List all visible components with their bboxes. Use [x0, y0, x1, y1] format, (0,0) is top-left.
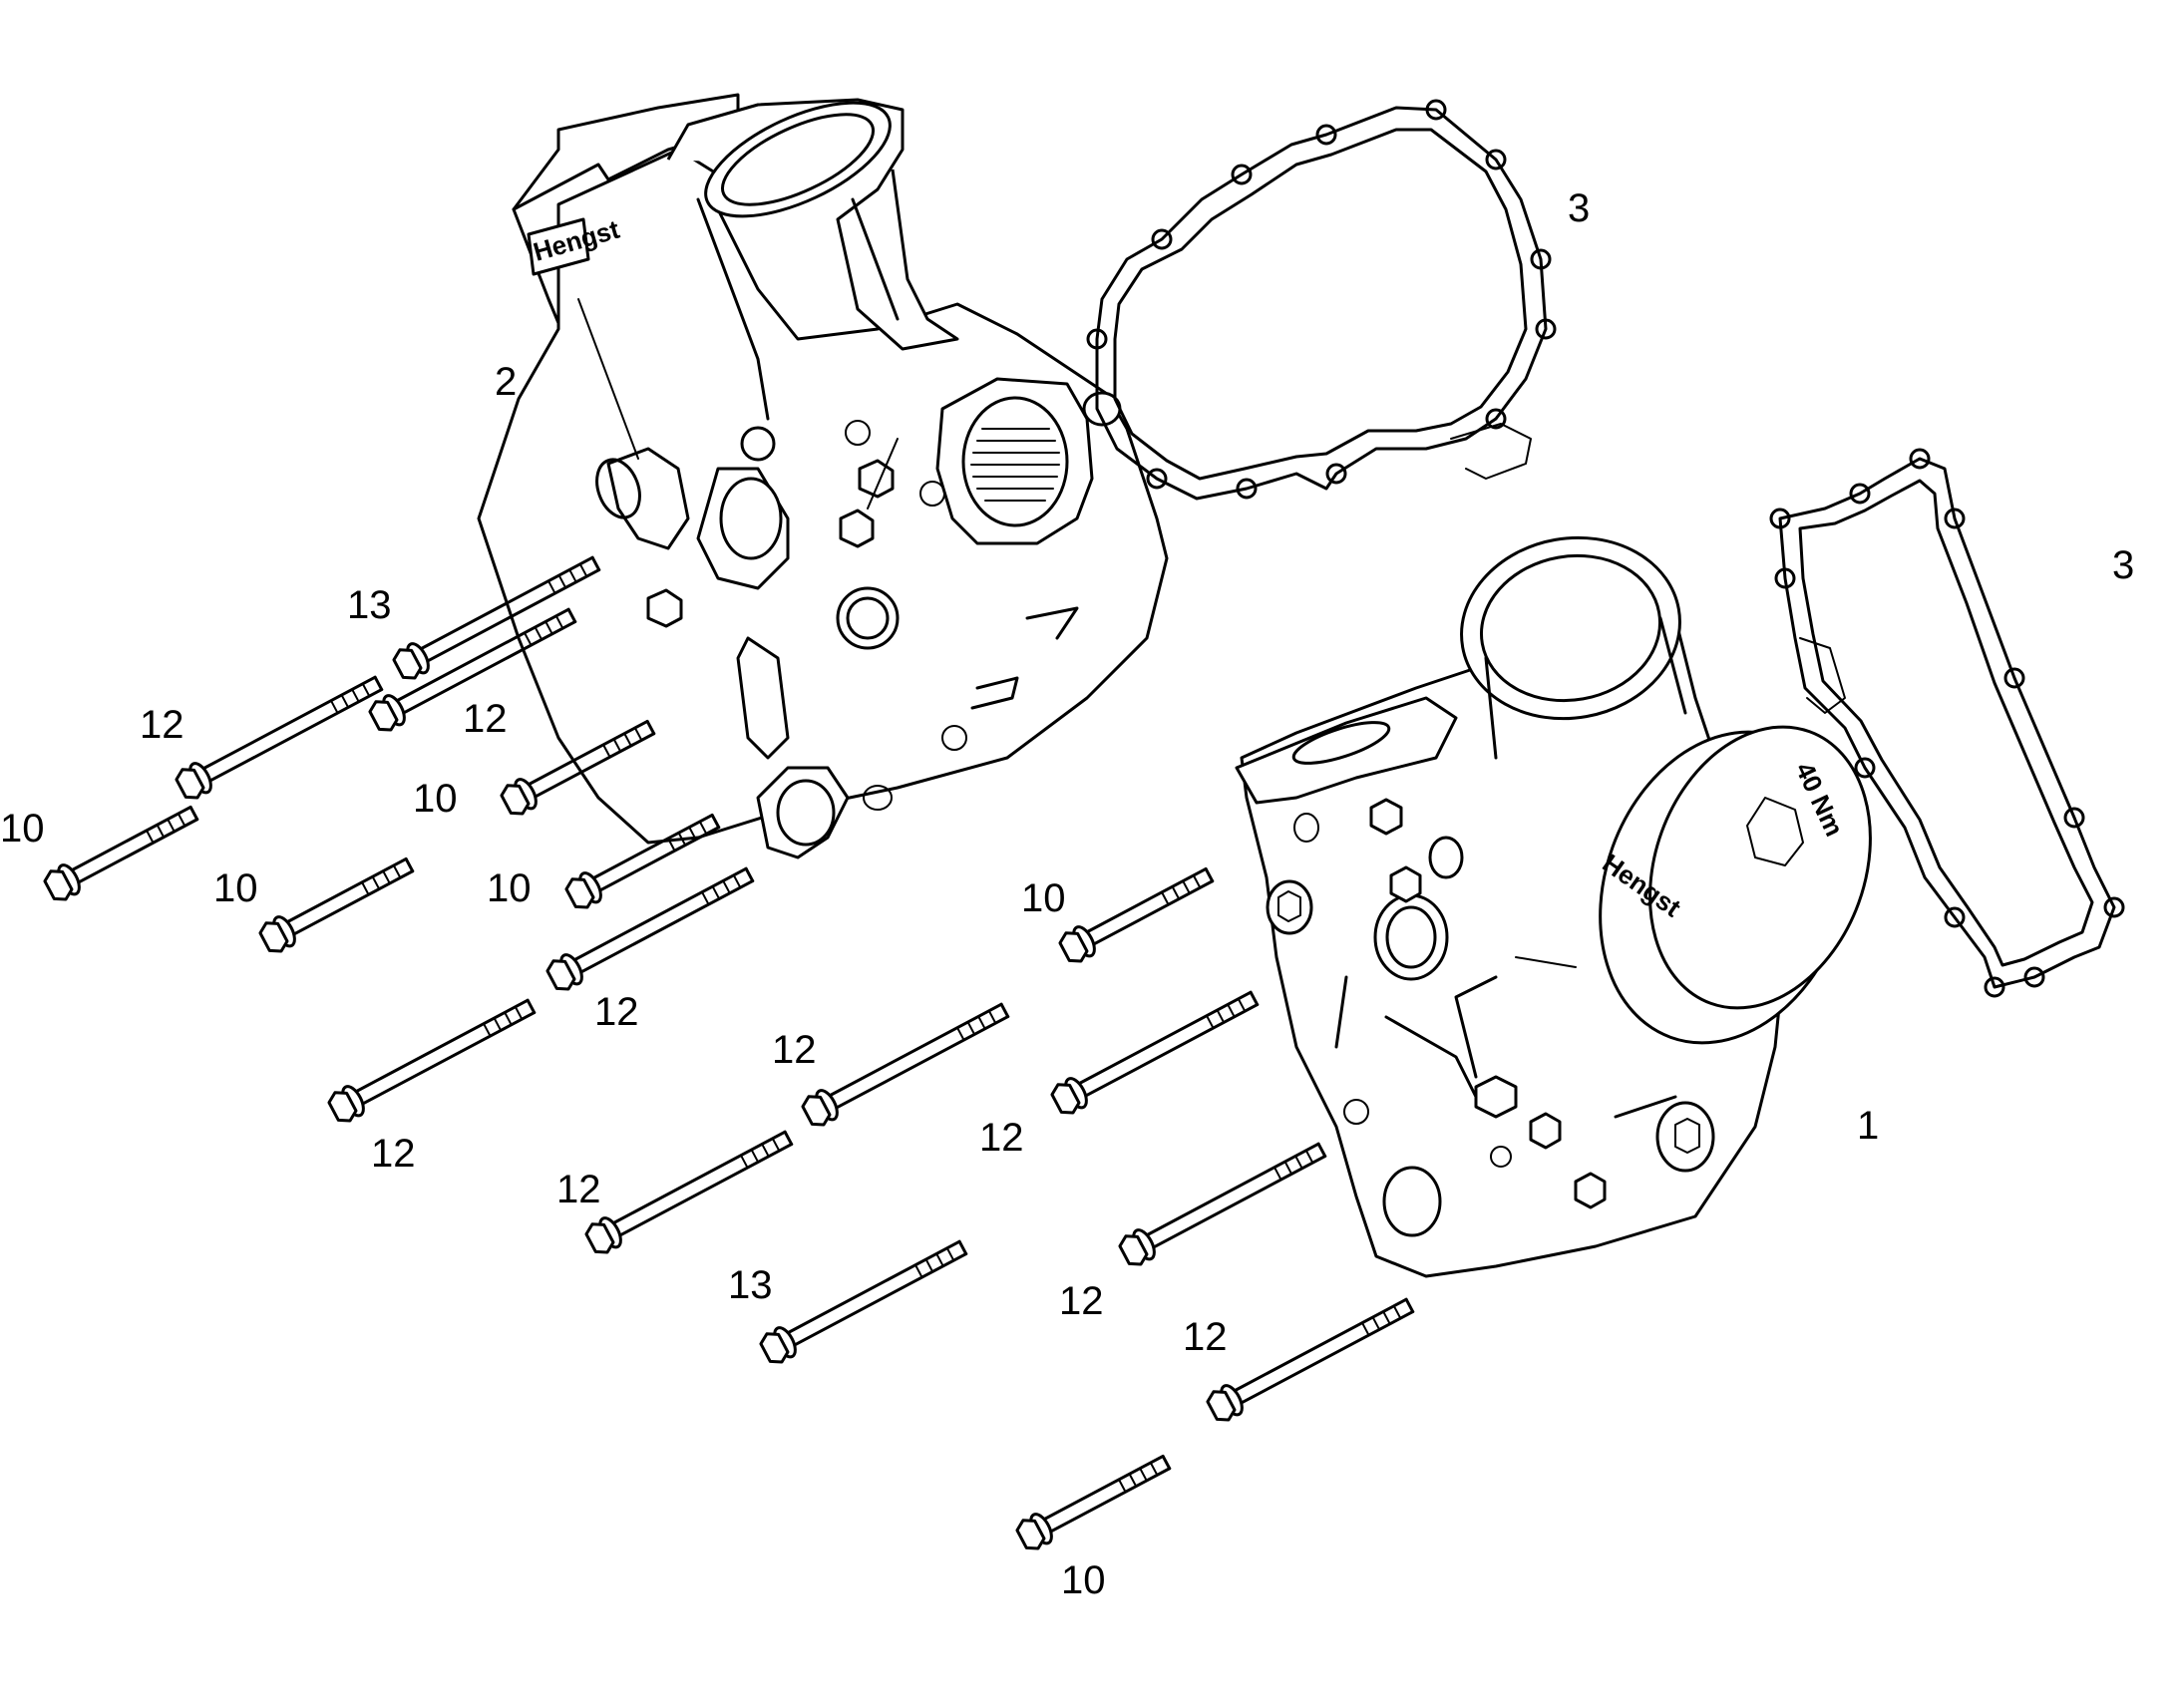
bolt-10c: [255, 849, 419, 958]
bolt-12h: [1115, 1134, 1331, 1271]
callout-3-upper: 3: [1568, 186, 1590, 230]
callout-10: 10: [1061, 1558, 1106, 1602]
bolt-12i: [1203, 1289, 1419, 1427]
gasket-part-3-lower: [1769, 448, 2125, 998]
bolt-12f: [1047, 982, 1264, 1120]
bolt-12e: [798, 994, 1014, 1132]
callout-1: 1: [1857, 1104, 1879, 1148]
housing-part-2: Hengst: [477, 93, 1169, 859]
callout-10: 10: [0, 807, 45, 851]
bolt-12d: [324, 990, 541, 1128]
callout-12: 12: [556, 1168, 601, 1211]
callout-12: 12: [979, 1116, 1024, 1160]
bolt-13b: [756, 1231, 972, 1369]
callout-10: 10: [487, 866, 532, 910]
bolt-12g: [581, 1122, 798, 1259]
callout-labels: 1 2 3 3 13 13 12 12 12 12 12 12 12 12 12…: [0, 186, 2134, 1602]
gasket-part-3-upper: [1086, 99, 1557, 501]
callout-12: 12: [1059, 1279, 1104, 1323]
callout-12: 12: [594, 990, 639, 1034]
callout-13-upper: 13: [347, 583, 392, 627]
callout-13-lower: 13: [728, 1263, 773, 1307]
housing-part-1: 40 Nm Hengst: [1235, 535, 1872, 1278]
callout-10: 10: [1021, 876, 1066, 920]
bolt-10f: [1012, 1446, 1176, 1555]
callout-10: 10: [413, 777, 458, 821]
thread-lines: [970, 428, 1060, 502]
callout-12: 12: [772, 1028, 817, 1072]
callout-12: 12: [371, 1132, 416, 1176]
bolt-10a: [40, 797, 203, 906]
callout-12: 12: [140, 703, 184, 747]
callout-10: 10: [213, 866, 258, 910]
callout-12: 12: [463, 697, 508, 741]
callout-3-lower: 3: [2112, 543, 2134, 587]
bolt-12b: [172, 667, 388, 805]
callout-12: 12: [1183, 1315, 1228, 1359]
bolt-10e: [1055, 858, 1219, 968]
callout-2: 2: [495, 360, 517, 404]
